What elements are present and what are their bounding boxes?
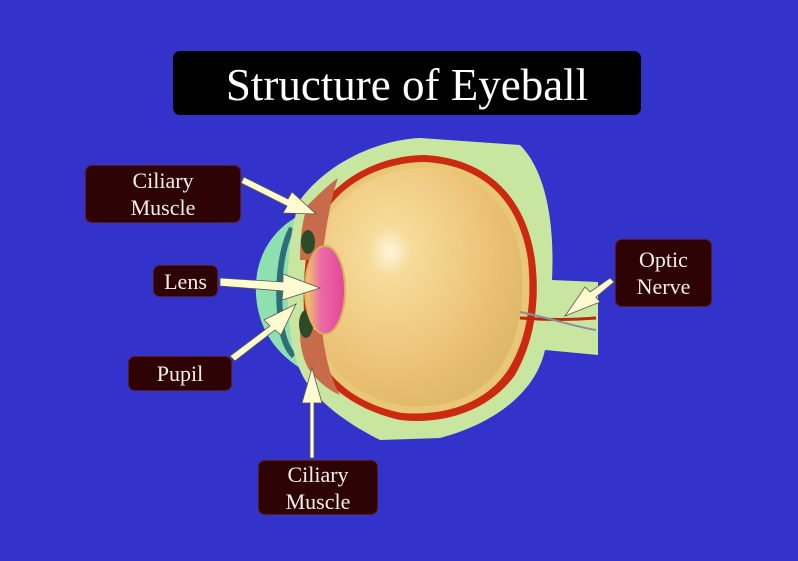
arrow-pupil	[229, 303, 297, 362]
label-line: Ciliary	[132, 168, 194, 193]
retina	[303, 155, 537, 421]
arrow-optic-nerve	[563, 277, 615, 317]
page-title: Structure of Eyeball	[173, 51, 641, 115]
label-ciliary-muscle-bottom: Ciliary Muscle	[258, 460, 378, 515]
label-line: Ciliary	[287, 461, 349, 487]
label-pupil: Pupil	[128, 356, 232, 391]
label-line: Muscle	[130, 195, 196, 220]
arrow-ciliary-muscle-top	[240, 176, 318, 215]
label-ciliary-muscle-top: Ciliary Muscle	[85, 165, 241, 223]
arrow-lens	[219, 273, 322, 301]
ciliary-body	[299, 178, 340, 395]
label-lens: Lens	[153, 265, 218, 297]
optic-nerve	[519, 311, 597, 331]
label-optic-nerve: Optic Nerve	[615, 239, 712, 307]
label-line: Muscle	[285, 488, 351, 514]
arrow-ciliary-muscle-bottom	[301, 366, 323, 459]
label-line: Optic	[639, 247, 688, 272]
label-line: Nerve	[636, 274, 691, 299]
